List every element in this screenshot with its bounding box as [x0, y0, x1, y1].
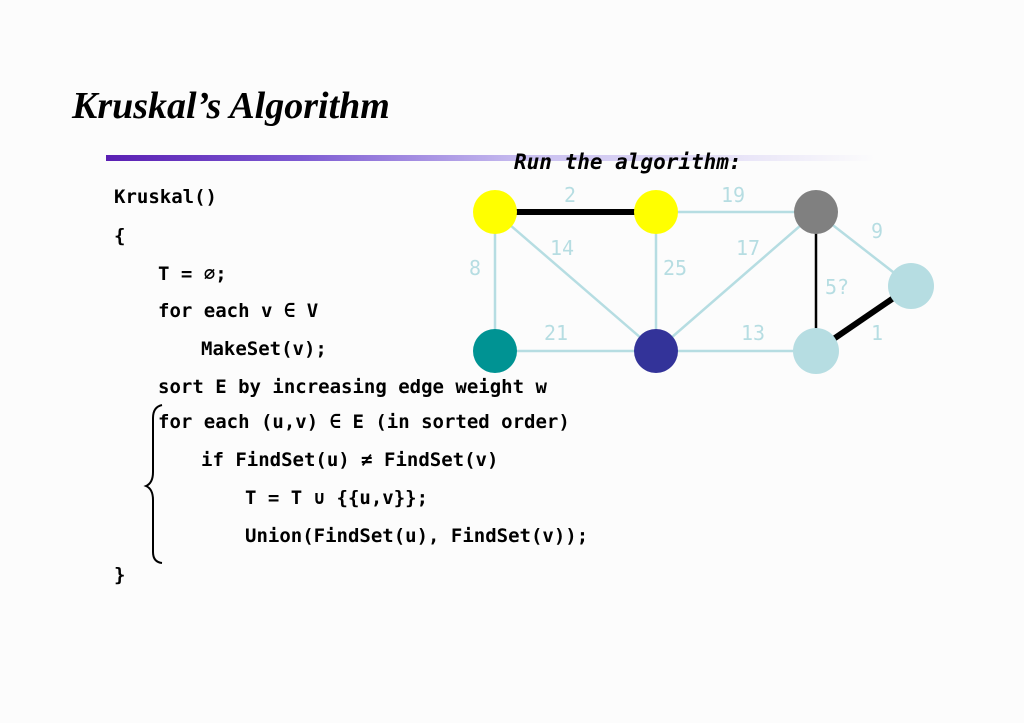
- edge-a-f: [494, 211, 657, 352]
- weight-af: 14: [550, 236, 574, 260]
- code-line-10: Union(FindSet(u), FindSet(v));: [245, 525, 589, 547]
- weight-cd: 9: [871, 219, 883, 243]
- node-light-right: [888, 263, 934, 309]
- code-line-5: MakeSet(v);: [201, 338, 327, 360]
- node-yellow-left: [473, 190, 517, 234]
- node-yellow-right: [634, 190, 678, 234]
- node-navy: [634, 329, 678, 373]
- title-underline: [106, 155, 876, 161]
- curly-brace: [143, 404, 163, 564]
- weight-fg: 13: [741, 321, 765, 345]
- code-line-2: {: [114, 225, 126, 247]
- node-teal: [473, 329, 517, 373]
- code-line-11: }: [114, 564, 126, 586]
- code-line-4: for each v ∈ V: [158, 300, 319, 322]
- code-line-3: T = ∅;: [158, 263, 227, 285]
- code-line-6: sort E by increasing edge weight w: [158, 376, 547, 398]
- node-gray: [794, 190, 838, 234]
- weight-cg: 5?: [825, 275, 849, 299]
- node-light-bottom: [793, 328, 839, 374]
- weight-gd: 1: [871, 321, 883, 345]
- graph-caption: Run the algorithm:: [514, 150, 742, 174]
- code-line-9: T = T ∪ {{u,v}};: [245, 487, 429, 509]
- code-line-7: for each (u,v) ∈ E (in sorted order): [158, 411, 570, 433]
- page-title: Kruskal’s Algorithm: [72, 85, 390, 127]
- code-line-1: Kruskal(): [114, 186, 217, 208]
- weight-bf: 25: [663, 256, 687, 280]
- edge-c-f: [655, 211, 817, 352]
- code-line-8: if FindSet(u) ≠ FindSet(v): [201, 449, 499, 471]
- weight-bc: 19: [721, 183, 745, 207]
- weight-ef: 21: [544, 321, 568, 345]
- weight-ae: 8: [469, 256, 481, 280]
- weight-ab: 2: [564, 183, 576, 207]
- weight-cf: 17: [736, 236, 760, 260]
